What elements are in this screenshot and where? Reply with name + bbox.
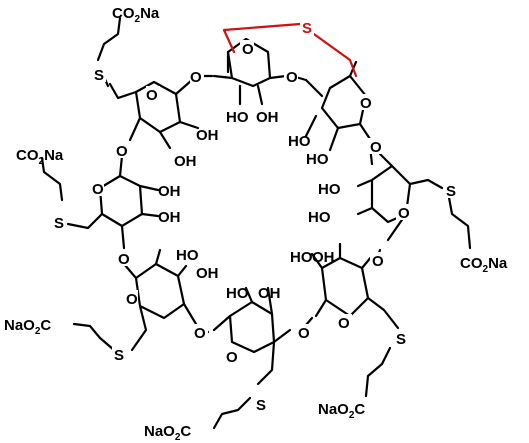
link-oxygen-label: O <box>190 69 202 86</box>
link-oxygen-label: O <box>298 325 310 342</box>
hydroxyl-label: HO <box>226 109 249 126</box>
thioether-sulfur-label: S <box>94 67 104 84</box>
hydroxyl-label: HO <box>226 285 249 302</box>
hydroxyl-label: OH <box>256 109 279 126</box>
carboxylate-c-text: C <box>180 423 191 440</box>
ring-oxygen-label: O <box>242 41 254 58</box>
carboxylate-co-text: CO <box>16 147 39 164</box>
ring-oxygen-label: O <box>226 349 238 366</box>
carboxylate-subscript: 2 <box>175 432 181 443</box>
hydroxyl-label: HO <box>308 209 331 226</box>
ring-oxygen-label: O <box>126 291 138 308</box>
hydroxyl-label: HO <box>306 151 329 168</box>
hydroxyl-label: HO <box>290 249 313 266</box>
carboxylate-subscript: 2 <box>349 410 355 421</box>
carboxylate-c-text: C <box>354 401 365 418</box>
hydroxyl-label: HO <box>318 181 341 198</box>
hydroxyl-label: OH <box>158 209 181 226</box>
carboxylate-label: CO2Na <box>16 147 64 167</box>
atom-labels: S O O O HO OH OH O HO HO O HO HO O S CO2… <box>4 5 508 443</box>
hydroxyl-label: OH <box>312 249 335 266</box>
thioether-sulfur-label: S <box>256 397 266 414</box>
link-oxygen-label: O <box>194 325 206 342</box>
ring-oxygen-label: O <box>92 181 104 198</box>
carboxylate-subscript: 2 <box>483 264 489 275</box>
hydroxyl-label: HO <box>288 133 311 150</box>
carboxylate-label: NaO2C <box>4 317 51 337</box>
carboxylate-na-text: Na <box>44 147 64 164</box>
link-oxygen-label: O <box>370 139 382 156</box>
hydroxyl-label: OH <box>258 285 281 302</box>
link-oxygen-label: O <box>116 143 128 160</box>
carboxylate-co-text: CO <box>112 5 135 22</box>
carboxylate-co-text: CO <box>460 255 483 272</box>
hydroxyl-label: OH <box>196 265 219 282</box>
thioether-sulfur-label: S <box>54 215 64 232</box>
carboxylate-label: CO2Na <box>460 255 508 275</box>
hydroxyl-label: OH <box>174 153 197 170</box>
thioether-sulfur-label: S <box>396 331 406 348</box>
ring-oxygen-label: O <box>360 95 372 112</box>
carboxylate-subscript: 2 <box>135 14 141 25</box>
carboxylate-na-text: Na <box>488 255 508 272</box>
hydroxyl-label: OH <box>158 183 181 200</box>
ring-oxygen-label: O <box>146 87 158 104</box>
carboxylate-subscript: 2 <box>39 156 45 167</box>
hydroxyl-label: HO <box>176 247 199 264</box>
hydroxyl-label: OH <box>196 127 219 144</box>
carboxylate-label: CO2Na <box>112 5 160 25</box>
carboxylate-nao-text: NaO <box>4 317 35 334</box>
carboxylate-na-text: Na <box>140 5 160 22</box>
carboxylate-label: NaO2C <box>318 401 365 421</box>
ring-oxygen-label: O <box>338 315 350 332</box>
carboxylate-c-text: C <box>40 317 51 334</box>
link-oxygen-label: O <box>286 69 298 86</box>
ring-oxygen-label: O <box>398 205 410 222</box>
carboxylate-label: NaO2C <box>144 423 191 443</box>
link-oxygen-label: O <box>118 251 130 268</box>
link-oxygen-label: O <box>372 253 384 270</box>
bond-skeleton <box>40 16 472 430</box>
thioether-sulfur-label: S <box>114 347 124 364</box>
thioether-sulfur-label: S <box>446 183 456 200</box>
carboxylate-nao-text: NaO <box>318 401 349 418</box>
carboxylate-subscript: 2 <box>35 326 41 337</box>
carboxylate-nao-text: NaO <box>144 423 175 440</box>
bridge-sulfur-label: S <box>302 20 312 37</box>
